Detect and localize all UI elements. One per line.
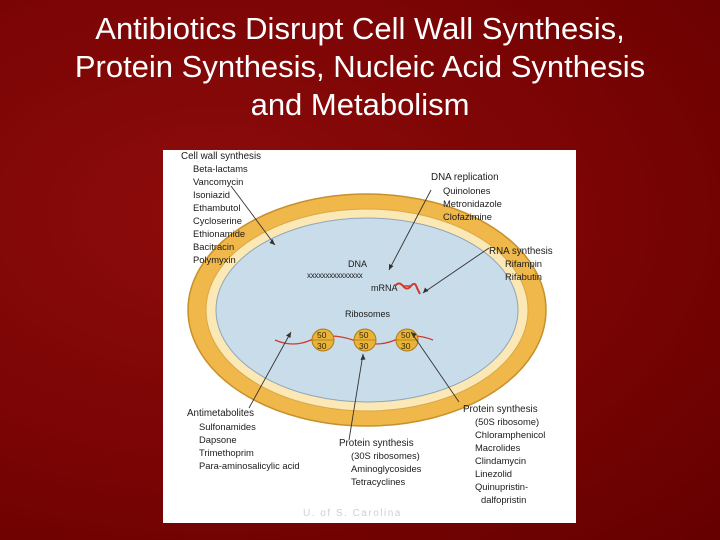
pointer-dna-replication xyxy=(388,189,432,271)
cell-wall-heading: Cell wall synthesis xyxy=(181,151,261,162)
diagram-panel: DNA xxxxxxxxxxxxxxx mRNA Ribosomes 50 30… xyxy=(163,150,576,523)
drug-label: (50S ribosome) xyxy=(475,416,539,427)
arrowhead-rna-synthesis xyxy=(423,287,429,293)
drug-label: Beta-lactams xyxy=(193,163,248,174)
drug-label: dalfopristin xyxy=(481,494,526,505)
pointer-cell-wall xyxy=(230,185,276,246)
title-line-2: Protein Synthesis, Nucleic Acid Synthesi… xyxy=(74,49,646,84)
arrowhead-dna-replication xyxy=(389,264,394,270)
ribosome-50s-label: 50 xyxy=(317,330,327,340)
drug-label: Isoniazid xyxy=(193,189,230,200)
rna-synthesis-group: RNA synthesis Rifampin Rifabutin xyxy=(489,246,553,282)
drug-label: Para-aminosalicylic acid xyxy=(199,460,300,471)
drug-label: Macrolides xyxy=(475,442,521,453)
drug-label: Ethambutol xyxy=(193,202,240,213)
ribosome-30s-label: 30 xyxy=(317,341,327,351)
ribosome: 50 30 xyxy=(395,328,419,352)
ribosome-30s-label: 30 xyxy=(401,341,411,351)
ribosome-50s-label: 50 xyxy=(401,330,411,340)
dna-replication-group: DNA replication Quinolones Metronidazole… xyxy=(431,172,502,222)
antimetabolites-heading: Antimetabolites xyxy=(187,408,254,419)
drug-label: Tetracyclines xyxy=(351,476,405,487)
arrowhead-protein-30s xyxy=(360,354,366,360)
drug-label: Aminoglycosides xyxy=(351,463,422,474)
drug-label: Metronidazole xyxy=(443,198,502,209)
drug-label: (30S ribosomes) xyxy=(351,450,420,461)
title-line-1: Antibiotics Disrupt Cell Wall Synthesis, xyxy=(95,11,625,46)
footer-credit: U. of S. Carolina xyxy=(303,508,402,519)
drug-label: Dapsone xyxy=(199,434,237,445)
drug-label: Polymyxin xyxy=(193,254,236,265)
drug-label: Sulfonamides xyxy=(199,421,256,432)
drug-label: Quinolones xyxy=(443,185,491,196)
dna-replication-heading: DNA replication xyxy=(431,172,499,183)
protein-50s-group: Protein synthesis (50S ribosome) Chloram… xyxy=(463,404,545,505)
arrowhead-antimetabolites xyxy=(286,332,291,338)
drug-label: Vancomycin xyxy=(193,176,243,187)
drug-label: Chloramphenicol xyxy=(475,429,545,440)
cell-wall-group: Cell wall synthesis Beta-lactams Vancomy… xyxy=(181,151,261,265)
title-line-3: and Metabolism xyxy=(250,87,470,122)
bacterial-cell-diagram: DNA xxxxxxxxxxxxxxx mRNA Ribosomes 50 30… xyxy=(181,151,553,505)
antimetabolites-group: Antimetabolites Sulfonamides Dapsone Tri… xyxy=(187,408,300,471)
protein-30s-heading: Protein synthesis xyxy=(339,438,414,449)
mrna-label: mRNA xyxy=(371,283,398,293)
arrowhead-cell-wall xyxy=(269,239,275,245)
drug-label: Ethionamide xyxy=(193,228,245,239)
drug-label: Trimethoprim xyxy=(199,447,254,458)
drug-label: Clofazimine xyxy=(443,211,492,222)
ribosome: 50 30 xyxy=(353,328,377,352)
dna-label: DNA xyxy=(348,259,367,269)
drug-label: Quinupristin- xyxy=(475,481,528,492)
protein-30s-group: Protein synthesis (30S ribosomes) Aminog… xyxy=(339,438,422,487)
ribosome-30s-label: 30 xyxy=(359,341,369,351)
pointer-protein-30s xyxy=(348,353,364,441)
cytoplasm xyxy=(215,217,519,403)
rna-synthesis-heading: RNA synthesis xyxy=(489,246,553,257)
drug-label: Clindamycin xyxy=(475,455,526,466)
drug-label: Cycloserine xyxy=(193,215,242,226)
ribosomes-label: Ribosomes xyxy=(345,309,391,319)
pointer-antimetabolites xyxy=(248,331,292,409)
ribosome-50s-label: 50 xyxy=(359,330,369,340)
mrna-squiggle xyxy=(394,282,421,295)
pointer-rna-synthesis xyxy=(422,247,490,294)
drug-label: Linezolid xyxy=(475,468,512,479)
dna-strand: xxxxxxxxxxxxxxx xyxy=(307,271,363,280)
pointer-protein-50s xyxy=(410,331,460,403)
ribosome: 50 30 xyxy=(311,328,335,352)
arrowhead-protein-50s xyxy=(411,332,417,338)
drug-label: Rifampin xyxy=(505,258,542,269)
slide-title: Antibiotics Disrupt Cell Wall Synthesis,… xyxy=(0,10,720,124)
protein-50s-heading: Protein synthesis xyxy=(463,404,538,415)
drug-label: Rifabutin xyxy=(505,271,542,282)
drug-label: Bacitracin xyxy=(193,241,234,252)
